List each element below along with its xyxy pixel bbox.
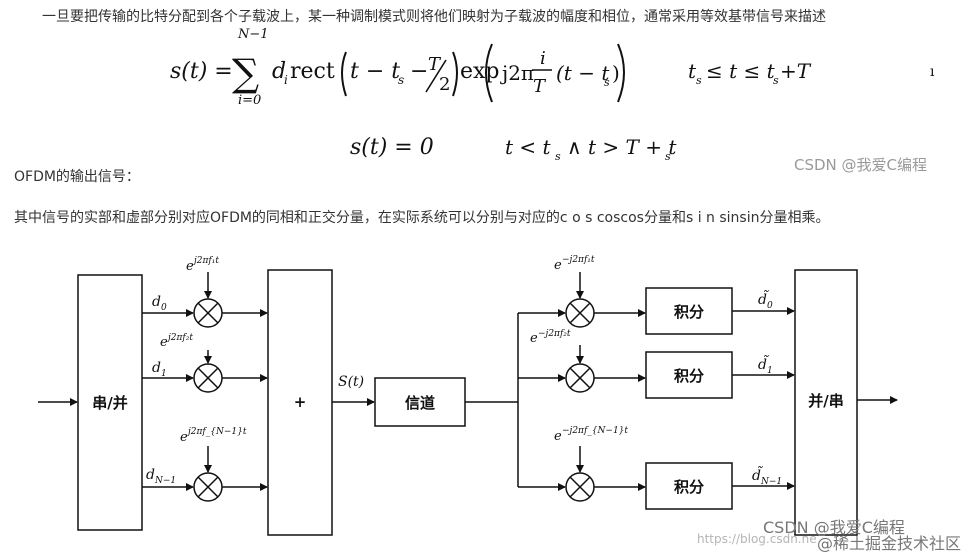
eq1-big-paren-close [617,43,625,103]
dout0-base: d̃ [758,289,769,308]
dout1-sub: 1 [767,366,773,376]
integrator-label-0: 积分 [674,303,704,321]
rx-mult-2-x2 [569,476,591,498]
d0-base: d [152,294,161,310]
tx-mult-2-x2 [197,476,219,498]
eq1-sum-lower: i=0 [238,93,261,108]
tx-carrier-1-base: e [160,335,168,350]
eq1-frac-num: i [540,48,546,69]
tx-carrier-1-sup: j2πf₂t [166,333,193,343]
eq1-sum-upper: N−1 [237,27,269,42]
sum-label: + [294,393,307,411]
eq1-cond-a-sub: s [696,74,702,87]
eq1-cond-c: +T [780,59,812,83]
watermark-community: @稀土掘金技术社区 [817,534,962,553]
eq1-T: T [428,54,442,75]
eq1-ts-sub: s [398,73,404,87]
dN-base: d [146,467,155,483]
d1-sub: 1 [161,369,167,379]
watermark-url: https://blog.csdn.ne [697,532,817,546]
st-label: S(t) [338,374,364,390]
ofdm-block-diagram: 串/并 + 信道 并/串 积分 积分 积分 S(t) d 0 d 1 d N−1… [38,255,898,536]
rx-carrier-0-base: e [554,258,562,273]
sp-label: 串/并 [92,394,127,412]
d0-sub: 0 [161,303,167,313]
serial-to-parallel-block [77,274,143,531]
eq1-paren-close [452,51,458,97]
integrator-block-1 [645,351,733,399]
integrator-label-2: 积分 [674,478,704,496]
tx-carrier-2-base: e [180,430,188,445]
eq1-tts-sub: s [604,76,610,89]
rx-carrier-2-sup: −j2πf_{N−1}t [562,426,628,436]
dN-sub: N−1 [154,476,176,486]
ofdm-output-label: OFDM的输出信号： [14,169,140,185]
description-paragraph: 其中信号的实部和虚部分别对应OFDM的同相和正交分量，在实际系统可以分别与对应的… [14,210,830,226]
eq1-minus: − [410,59,428,84]
intro-paragraph: 一旦要把传输的比特分配到各个子载波上，某一种调制模式则将他们映射为子载波的幅度和… [42,9,826,25]
eq2-cond-a-sub: s [555,150,561,163]
watermark-bottom: CSDN @我爱C编程 [763,518,905,537]
parallel-to-serial-block [794,269,858,536]
eq1-d-sub: i [284,73,288,87]
eq1-cond-a: t [688,59,697,83]
channel-label: 信道 [405,394,435,412]
tx-carrier-0-base: e [186,259,194,274]
integrator-block-0 [645,287,733,335]
eq1-2: 2 [439,74,450,95]
eq1-cond-b-sub: s [773,74,779,87]
eq1-sum-symbol: ∑ [232,51,259,95]
ps-label: 并/串 [808,392,843,410]
eq1-big-paren-open [485,43,493,103]
eq1-slash [425,59,447,93]
tx-carrier-2-sup: j2πf_{N−1}t [186,427,247,437]
tx-carrier-0-sup: j2πf₁t [192,256,219,266]
eq1-paren-open [341,51,347,97]
eq1-close: ) [612,61,620,85]
eq1-lhs: s(t) = [170,59,233,84]
eq2-cond-b-sub: s [665,150,671,163]
tx-mult-1-x2 [197,367,219,389]
eq1-rect: rect [290,59,335,84]
equation-s-zero: s(t) = 0 t < t s ∧ t > T + t s [350,135,677,163]
rx-carrier-2-base: e [554,429,562,444]
rx-mult-1-x2 [569,367,591,389]
eq1-cond-b: ≤ t ≤ t [706,59,776,83]
eq1-exp: exp [460,59,500,84]
watermark-top: CSDN @我爱C编程 [794,156,928,174]
eq1-frac-den: T [533,76,547,97]
rx-carrier-1-sup: −j2πf₂t [538,329,571,339]
dout1-base: d̃ [758,354,769,373]
doutN-sub: N−1 [760,477,782,487]
eq1-j2pi: j2π [500,61,534,85]
doutN-base: d̃ [752,465,763,484]
eq1-t-minus-ts: (t − t [556,61,610,85]
integrator-block-2 [645,462,733,510]
eq1-t-minus-t: t − t [350,59,400,84]
d1-base: d [152,360,161,376]
eq1-d: d [272,59,286,84]
eq2-lhs: s(t) = 0 [350,135,434,160]
rx-mult-0-x2 [569,302,591,324]
eq2-cond-b: ∧ t > T + t [567,135,677,159]
equation-s-of-t: s(t) = N−1 ∑ i=0 d i rect t − t s − T 2 … [170,27,935,108]
eq2-cond-a: t < t [505,135,552,159]
rx-carrier-0-sup: −j2πf₁t [562,255,595,265]
dout0-sub: 0 [767,301,773,311]
eq1-stray-mark: ı [930,64,935,80]
tx-mult-0-x2 [197,302,219,324]
integrator-label-1: 积分 [674,367,704,385]
rx-carrier-1-base: e [530,331,538,346]
